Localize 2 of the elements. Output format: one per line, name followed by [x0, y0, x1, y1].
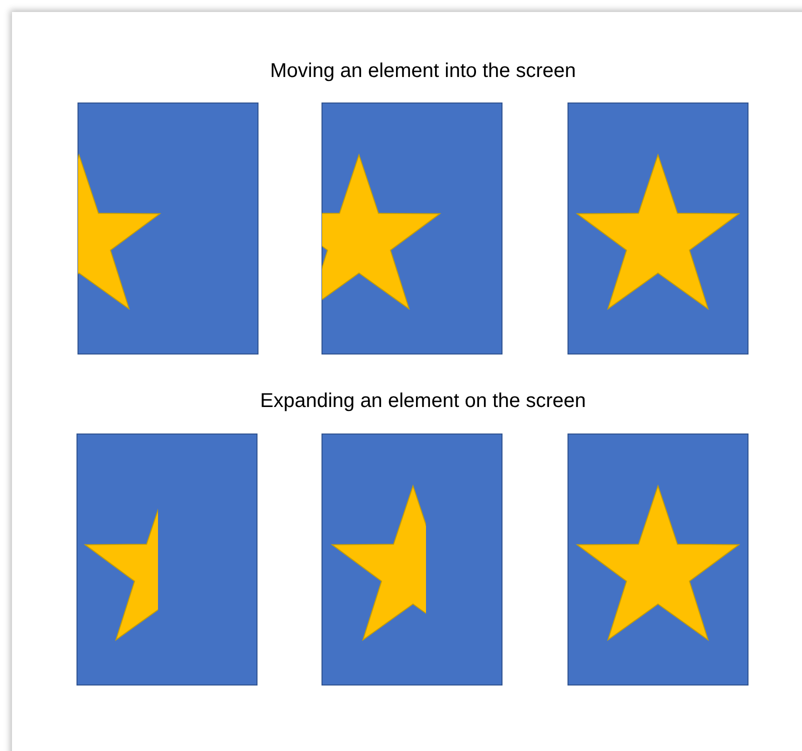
heading: Moving an element into the screen [269, 60, 577, 83]
heading: Expanding an element on the screen [259, 390, 587, 413]
